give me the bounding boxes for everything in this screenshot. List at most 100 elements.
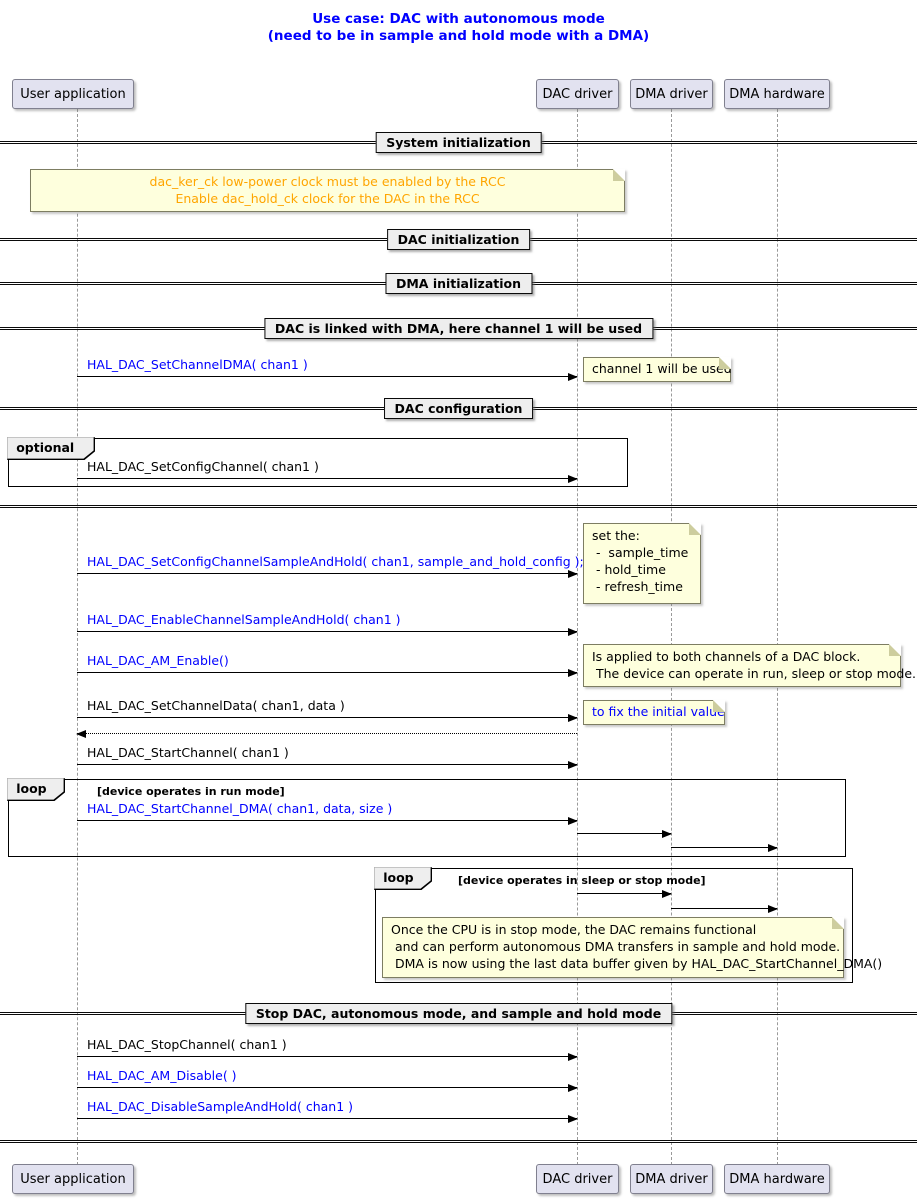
message-arrow-line [77,717,577,718]
participant-label: User application [20,1171,126,1187]
message-label: HAL_DAC_AM_Disable( ) [87,1068,237,1083]
arrowhead-icon [568,669,578,677]
message-arrow-line [77,764,577,765]
note-line: DMA is now using the last data buffer gi… [391,956,883,971]
message-label: HAL_DAC_StopChannel( chan1 ) [87,1037,287,1052]
message-return-line [77,733,577,734]
frame-label-fill [7,778,65,801]
arrowhead-icon [568,475,578,483]
frame-loop-run-mode: loop [device operates in run mode] [8,779,846,857]
message-dma-to-hardware-run [671,826,778,852]
lifeline-dma-hardware [777,109,778,1165]
note-line: Is applied to both channels of a DAC blo… [592,649,861,664]
arrowhead-icon [768,905,778,913]
divider-label: DAC configuration [383,398,534,419]
arrowhead-icon [568,1053,578,1061]
message-label: HAL_DAC_SetConfigChannel( chan1 ) [87,459,319,474]
participant-label: DAC driver [542,86,613,102]
lifeline-dma-driver [671,109,672,1165]
message-arrow-line [671,847,777,848]
participant-dma-hardware-bottom: DMA hardware [724,1164,830,1194]
message-arrow-line [77,1056,577,1057]
diagram-title: Use case: DAC with autonomous mode (need… [0,11,917,45]
divider-label: Stop DAC, autonomous mode, and sample an… [244,1003,673,1024]
arrowhead-icon [568,761,578,769]
note-line: Enable dac_hold_ck clock for the DAC in … [175,191,480,206]
frame-label: optional [16,440,75,456]
message-hal-dac-disablesampleandhold: HAL_DAC_DisableSampleAndHold( chan1 ) [77,1097,578,1123]
message-hal-dac-setchanneldma: HAL_DAC_SetChannelDMA( chan1 ) [77,355,578,381]
divider-system-initialization: System initialization [0,132,917,153]
frame-loop-label-shape: loop [7,778,65,801]
divider-label: DAC initialization [386,229,531,250]
arrowhead-icon [568,628,578,636]
frame-loop-sleep-stop-mode: loop [device operates in sleep or stop m… [375,868,853,983]
note-channel-1-used: channel 1 will be used [583,357,732,382]
participant-label: DAC driver [542,1171,613,1187]
message-hal-dac-startchannel-dma: HAL_DAC_StartChannel_DMA( chan1, data, s… [77,799,578,825]
message-label: HAL_DAC_DisableSampleAndHold( chan1 ) [87,1099,354,1114]
divider-line [0,505,917,508]
divider-label: DAC is linked with DMA, here channel 1 w… [263,318,654,339]
participant-dac-driver-bottom: DAC driver [536,1164,619,1194]
note-line: to fix the initial value [592,704,725,719]
divider-dac-linked-with-dma: DAC is linked with DMA, here channel 1 w… [0,318,917,339]
message-label: HAL_DAC_AM_Enable() [87,653,229,668]
participant-dma-hardware-top: DMA hardware [724,79,830,109]
frame-label: loop [16,781,47,797]
note-line: dac_ker_ck low-power clock must be enabl… [149,174,506,189]
message-hal-dac-setconfigchannel: HAL_DAC_SetConfigChannel( chan1 ) [77,457,578,483]
divider-dma-initialization: DMA initialization [0,273,917,294]
arrowhead-icon [568,714,578,722]
divider-line [0,1140,917,1143]
divider-dac-initialization: DAC initialization [0,229,917,250]
arrowhead-icon [568,373,578,381]
note-sample-hold-settings: set the: - sample_time - hold_time - ref… [583,523,701,604]
message-hal-dac-am-enable: HAL_DAC_AM_Enable() [77,651,578,677]
message-arrow-line [77,573,577,574]
arrowhead-icon [662,830,672,838]
arrowhead-icon [568,570,578,578]
lifeline-dac-driver [577,109,578,1165]
diagram-title-line1: Use case: DAC with autonomous mode [312,11,605,27]
frame-label: loop [383,870,414,886]
arrowhead-icon [568,1084,578,1092]
frame-condition: [device operates in run mode] [97,785,285,798]
divider-label: DMA initialization [384,273,533,294]
message-label: HAL_DAC_SetChannelData( chan1, data ) [87,698,345,713]
message-arrow-line [77,376,577,377]
arrowhead-icon [568,817,578,825]
message-dac-to-dma-sleep [577,872,672,898]
message-arrow-line [577,893,671,894]
participant-label: User application [20,86,126,102]
message-label: HAL_DAC_StartChannel_DMA( chan1, data, s… [87,801,393,816]
note-clock-enable-rcc: dac_ker_ck low-power clock must be enabl… [30,169,625,212]
frame-condition: [device operates in sleep or stop mode] [458,874,706,887]
message-hal-dac-am-disable: HAL_DAC_AM_Disable( ) [77,1066,578,1092]
message-arrow-line [577,833,671,834]
message-label: HAL_DAC_EnableChannelSampleAndHold( chan… [87,612,401,627]
message-arrow-line [77,1118,577,1119]
message-arrow-line [77,672,577,673]
note-line: and can perform autonomous DMA transfers… [391,939,841,954]
message-dac-to-dma-run [577,812,672,838]
frame-optional: optional [8,438,628,487]
participant-user-application-top: User application [12,79,134,109]
divider-label: System initialization [375,132,542,153]
message-hal-dac-enablechannelsampleandhold: HAL_DAC_EnableChannelSampleAndHold( chan… [77,610,578,636]
message-return-dashed [76,712,577,738]
message-dma-to-hardware-sleep [671,887,778,913]
note-stop-mode-autonomous-dma: Once the CPU is in stop mode, the DAC re… [382,917,883,978]
participant-label: DMA driver [635,86,708,102]
participant-label: DMA hardware [729,86,825,102]
diagram-title-line2: (need to be in sample and hold mode with… [267,28,650,44]
divider-dac-configuration: DAC configuration [0,398,917,419]
participant-label: DMA driver [635,1171,708,1187]
note-line: - hold_time [592,562,666,577]
message-hal-dac-startchannel: HAL_DAC_StartChannel( chan1 ) [77,743,578,769]
note-line: Once the CPU is in stop mode, the DAC re… [391,922,757,937]
arrowhead-left-icon [76,730,86,738]
note-line: - refresh_time [592,579,683,594]
message-arrow-line [77,631,577,632]
